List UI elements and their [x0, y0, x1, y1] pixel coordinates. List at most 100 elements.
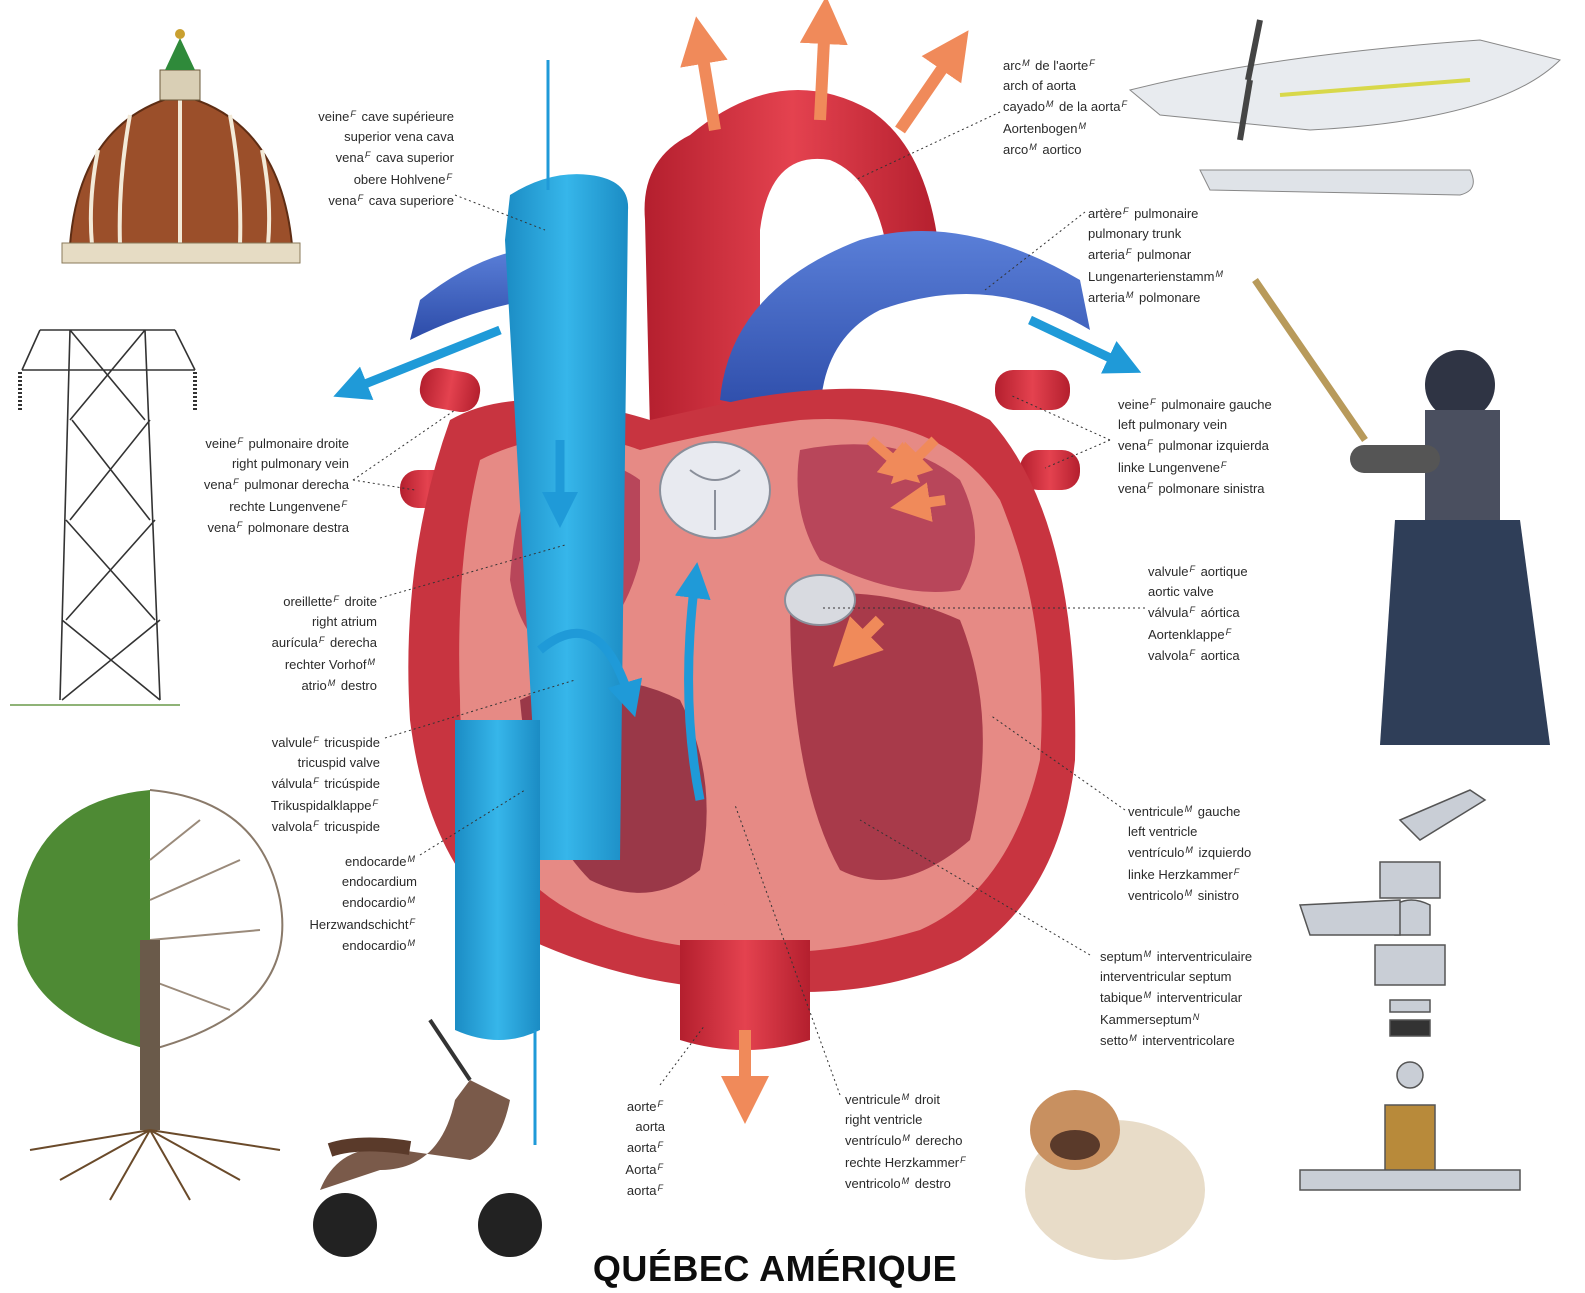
term-text: rechte Herzkammer: [845, 1155, 959, 1170]
term-text-rest: polmonare destra: [244, 520, 349, 535]
gender-marker: F: [1189, 564, 1195, 574]
term-line: superior vena cava: [318, 127, 454, 147]
term-line: valvolaF aortica: [1148, 644, 1248, 666]
term-text-rest: pulmonar izquierda: [1155, 438, 1269, 453]
gender-marker: M: [1022, 58, 1030, 68]
gender-marker: F: [658, 1099, 664, 1109]
term-text: arteria: [1088, 247, 1125, 262]
term-line: ventriculeM gauche: [1128, 800, 1251, 822]
gender-marker: F: [237, 520, 243, 530]
gender-marker: F: [358, 193, 364, 203]
term-text-rest: tricuspide: [321, 735, 380, 750]
term-line: endocardioM: [310, 891, 418, 913]
gender-marker: F: [658, 1162, 664, 1172]
term-text-rest: interventricular: [1153, 990, 1242, 1005]
term-line: septumM interventriculaire: [1100, 945, 1252, 967]
term-text: ventrículo: [845, 1133, 901, 1148]
term-line: aurículaF derecha: [272, 631, 377, 653]
gender-marker: M: [1046, 99, 1054, 109]
term-line: oreilletteF droite: [272, 590, 377, 612]
term-line: ventricoloM destro: [845, 1172, 968, 1194]
term-text: aorta: [635, 1119, 665, 1134]
term-line: arcoM aortico: [1003, 138, 1129, 160]
term-text: válvula: [1148, 605, 1188, 620]
term-text: endocardio: [342, 938, 406, 953]
term-text: vena: [208, 520, 236, 535]
term-text: tabique: [1100, 990, 1143, 1005]
term-text: Aortenklappe: [1148, 627, 1225, 642]
term-text: Lungenarterienstamm: [1088, 269, 1214, 284]
gender-marker: N: [1193, 1012, 1200, 1022]
term-line: arteriaF pulmonar: [1088, 243, 1225, 265]
gender-marker: F: [342, 499, 348, 509]
term-line: venaF cava superiore: [318, 189, 454, 211]
term-text: Herzwandschicht: [310, 917, 409, 932]
label-endocardium: endocardeMendocardiumendocardioM Herzwand…: [310, 850, 418, 956]
term-text: Aortenbogen: [1003, 121, 1077, 136]
gender-marker: F: [960, 1155, 966, 1165]
term-text-rest: pulmonar: [1133, 247, 1191, 262]
gender-marker: F: [365, 150, 371, 160]
term-line: ventrículoM izquierdo: [1128, 841, 1251, 863]
tree-illustration: [18, 790, 283, 1200]
term-text: ventricolo: [1128, 888, 1184, 903]
term-line: valvolaF tricuspide: [271, 815, 380, 837]
term-line: artèreF pulmonaire: [1088, 202, 1225, 224]
term-text: obere Hohlvene: [354, 172, 446, 187]
term-text: Aorta: [625, 1162, 656, 1177]
term-text-rest: pulmonaire droite: [245, 436, 349, 451]
term-text: linke Herzkammer: [1128, 867, 1233, 882]
term-text: aorta: [627, 1140, 657, 1155]
term-text-rest: droit: [911, 1092, 940, 1107]
term-line: venaF polmonare destra: [204, 516, 349, 538]
term-text: septum: [1100, 949, 1143, 964]
term-line: tabiqueM interventricular: [1100, 986, 1252, 1008]
term-line: veineF pulmonaire gauche: [1118, 393, 1272, 415]
gender-marker: M: [902, 1092, 910, 1102]
term-line: valvuleF aortique: [1148, 560, 1248, 582]
term-line: válvulaF tricúspide: [271, 772, 380, 794]
label-right-pulmonary-vein: veineF pulmonaire droiteright pulmonary …: [204, 432, 349, 538]
term-line: endocardeM: [310, 850, 418, 872]
term-text: aorte: [627, 1099, 657, 1114]
term-line: valvuleF tricuspide: [271, 731, 380, 753]
gender-marker: F: [373, 798, 379, 808]
gender-marker: M: [1129, 1033, 1137, 1043]
gender-marker: F: [1089, 58, 1095, 68]
term-text-rest: interventriculaire: [1153, 949, 1252, 964]
scooter-illustration: [313, 1020, 542, 1257]
term-line: venaF polmonare sinistra: [1118, 477, 1272, 499]
gender-marker: M: [902, 1133, 910, 1143]
faucet-illustration: [1300, 790, 1520, 1190]
gender-marker: F: [237, 436, 243, 446]
gender-marker: M: [368, 657, 376, 667]
term-line: left pulmonary vein: [1118, 415, 1272, 435]
term-line: arteriaM polmonare: [1088, 286, 1225, 308]
gender-marker: F: [658, 1140, 664, 1150]
term-text: valvule: [272, 735, 312, 750]
term-line: aortaF: [625, 1136, 665, 1158]
term-text: valvola: [1148, 648, 1188, 663]
term-text: veine: [318, 109, 349, 124]
term-line: KammerseptumN: [1100, 1008, 1252, 1030]
term-line: right ventricle: [845, 1110, 968, 1130]
term-line: endocardium: [310, 872, 418, 892]
heart: [350, 20, 1125, 1145]
term-text-rest: gauche: [1194, 804, 1240, 819]
term-text-rest: sinistro: [1194, 888, 1239, 903]
gender-marker: F: [1150, 397, 1156, 407]
term-text: ventricule: [845, 1092, 901, 1107]
gender-marker: F: [1226, 627, 1232, 637]
term-line: venaF pulmonar derecha: [204, 473, 349, 495]
term-text: arch of aorta: [1003, 78, 1076, 93]
term-text: rechte Lungenvene: [229, 499, 340, 514]
term-line: aortaF: [625, 1179, 665, 1201]
term-text: tricuspid valve: [298, 755, 380, 770]
